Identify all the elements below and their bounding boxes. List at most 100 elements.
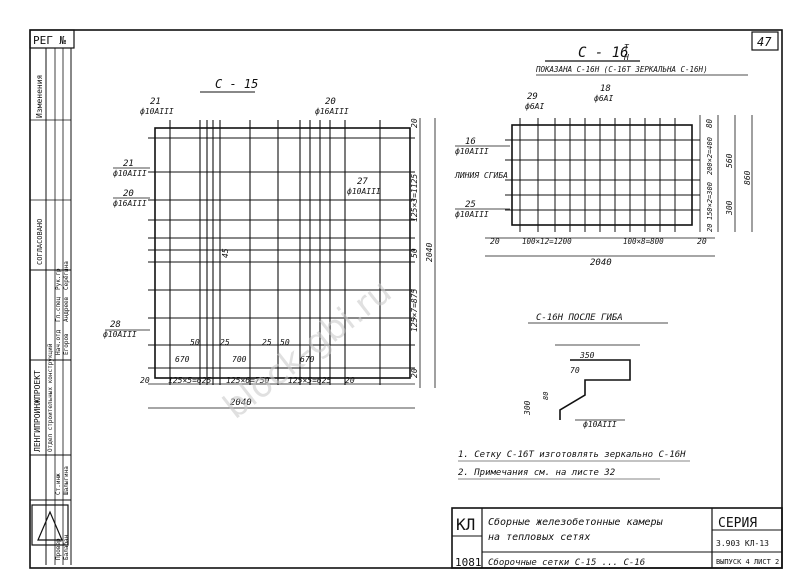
drawing-bent: С-16Н ПОСЛЕ ГИБА 350 70 300 80 ф10АIII bbox=[523, 313, 668, 429]
c15-pos-label: 20 bbox=[325, 97, 336, 107]
c15-dim: 125×5=625 bbox=[288, 376, 332, 385]
title-line-2: на тепловых сетях bbox=[488, 532, 590, 543]
series-value: 3.903 КЛ-13 bbox=[716, 539, 769, 548]
c15-dim: 50 bbox=[190, 338, 200, 347]
staff-role: Гл.спец bbox=[55, 296, 62, 322]
c16-dim: 100×12=1200 bbox=[522, 237, 572, 246]
c16-title-sup: Т bbox=[624, 43, 630, 52]
staff-role: Ст.инж bbox=[55, 473, 62, 495]
staff-role: Нач.отд bbox=[55, 329, 62, 355]
c16-dim-right: 80 bbox=[705, 118, 714, 128]
bent-title: С-16Н ПОСЛЕ ГИБА bbox=[536, 313, 623, 323]
staff-name: Балабан bbox=[63, 534, 70, 560]
staff-list: Нач.отд Егоров Гл.спец Андреев Рук.гр Се… bbox=[55, 261, 70, 560]
sheet-number-box bbox=[751, 31, 779, 51]
bent-dim: 350 bbox=[579, 351, 595, 360]
c15-bar-label: ф10АIII bbox=[347, 187, 381, 196]
c15-pos-label: 21 bbox=[123, 159, 134, 169]
changes-header: Изменения bbox=[35, 75, 44, 118]
c16-pos-label: 16 bbox=[465, 137, 476, 147]
issue-info: ВЫПУСК 4 ЛИСТ 2 bbox=[716, 558, 779, 566]
c16-pos-label: 29 bbox=[527, 92, 538, 102]
c15-dim-right: 50 bbox=[410, 248, 419, 258]
c15-bar-label: ф10АIII bbox=[113, 169, 147, 178]
c15-bar-label: ф10АIII bbox=[140, 107, 174, 116]
c16-dim: 100×8=800 bbox=[623, 237, 664, 246]
bent-bar-shape bbox=[559, 359, 631, 420]
staff-name: Егоров bbox=[63, 333, 70, 355]
c15-dim: 125×5=625 bbox=[168, 376, 212, 385]
c15-dim-right-total: 2040 bbox=[425, 243, 434, 262]
c15-dim-total: 2040 bbox=[230, 398, 252, 408]
reg-stamp: РЕГ № bbox=[33, 34, 66, 47]
c16-subtitle: ПОКАЗАНА С-16Н (С-16Т ЗЕРКАЛЬНА С-16Н) bbox=[535, 65, 708, 74]
c15-dim-right: 20 bbox=[410, 368, 419, 378]
staff-role: Рук.гр bbox=[55, 268, 62, 290]
staff-name: Шалыгина bbox=[63, 466, 70, 495]
c16-bar-label: ф6АI bbox=[594, 94, 613, 103]
c15-mesh-outline bbox=[154, 127, 411, 379]
c16-dim: 20 bbox=[490, 237, 500, 246]
watermark: block-gbi.ru bbox=[216, 272, 399, 428]
staff-name: Андреев bbox=[63, 297, 70, 322]
c15-dim: 700 bbox=[232, 355, 247, 364]
sheet-number: 47 bbox=[757, 35, 772, 49]
drawing-c16: С - 16 Т Н ПОКАЗАНА С-16Н (С-16Т ЗЕРКАЛЬ… bbox=[454, 43, 753, 268]
c15-title: С - 15 bbox=[215, 77, 258, 91]
c15-dim: 125×6=750 bbox=[226, 376, 270, 385]
dept-name: Отдел строительных конструкций bbox=[47, 343, 54, 452]
c16-dim: 20 bbox=[697, 237, 707, 246]
c15-pos-label: 21 bbox=[150, 97, 161, 107]
c16-dim-total: 2040 bbox=[590, 258, 612, 268]
reg-stamp-box bbox=[29, 29, 75, 49]
logo-mark-icon bbox=[37, 510, 63, 541]
c15-pos-label: 27 bbox=[357, 177, 368, 187]
agreed-label: СОГЛАСОВАНО bbox=[36, 219, 44, 265]
bent-dim: 80 bbox=[542, 392, 550, 400]
c16-pos-label: 18 bbox=[600, 84, 611, 94]
title-code: КЛ bbox=[456, 515, 475, 534]
c16-dim-right: 20 bbox=[706, 224, 714, 232]
org-name: ЛЕНГИПРОИНЖПРОЕКТ bbox=[33, 370, 42, 452]
c16-dim-right-outer: 860 bbox=[743, 170, 752, 185]
c16-fold-line: ЛИНИЯ СГИБА bbox=[454, 171, 508, 180]
c16-dim-right: 200×2=400 bbox=[706, 137, 714, 175]
staff-role: Провер bbox=[55, 538, 62, 560]
c15-dim: 25 bbox=[262, 338, 272, 347]
c16-mesh-outline bbox=[511, 124, 693, 226]
c16-dim-right: 150×2=300 bbox=[706, 182, 714, 220]
series-label: СЕРИЯ bbox=[718, 516, 757, 531]
c16-bar-label: ф6АI bbox=[525, 102, 544, 111]
c16-title: С - 16 bbox=[578, 45, 629, 61]
c15-dim: 670 bbox=[300, 355, 315, 364]
drawing-c15: С - 15 bbox=[103, 77, 436, 409]
c15-bar-label: ф10АIII bbox=[103, 330, 137, 339]
bent-dim: 300 bbox=[523, 400, 532, 416]
bent-bar-label: ф10АIII bbox=[583, 420, 617, 429]
title-bottom-text: Сборочные сетки С-15 ... С-16 bbox=[488, 557, 645, 568]
note-2: 2. Примечания см. на листе 32 bbox=[458, 468, 615, 478]
c15-dim-right: 125×3=1125 bbox=[410, 174, 419, 222]
c15-dim: 50 bbox=[280, 338, 290, 347]
c15-dim-right: 20 bbox=[410, 118, 419, 128]
c15-bar-label: ф16АIII bbox=[113, 199, 147, 208]
c15-pos-label: 28 bbox=[110, 320, 121, 330]
c16-title-sub: Н bbox=[623, 53, 629, 62]
c16-bar-label: ф10АIII bbox=[455, 147, 489, 156]
c16-bar-label: ф10АIII bbox=[455, 210, 489, 219]
c15-dim: 20 bbox=[345, 376, 355, 385]
c15-dim: 25 bbox=[220, 338, 230, 347]
c16-pos-label: 25 bbox=[465, 200, 476, 210]
staff-name: Серёгина bbox=[63, 261, 70, 290]
c15-pos-label: 20 bbox=[123, 189, 134, 199]
c15-dim: 45 bbox=[221, 248, 230, 258]
c16-dim-right-outer: 300 bbox=[725, 200, 734, 216]
c16-dim-right-outer: 560 bbox=[725, 153, 734, 168]
note-1: 1. Сетку С-16Т изготовлять зеркально С-1… bbox=[458, 450, 686, 460]
bent-dim: 70 bbox=[570, 366, 580, 375]
institute-logo bbox=[31, 504, 69, 546]
c15-dim: 670 bbox=[175, 355, 190, 364]
c15-dim: 20 bbox=[140, 376, 150, 385]
